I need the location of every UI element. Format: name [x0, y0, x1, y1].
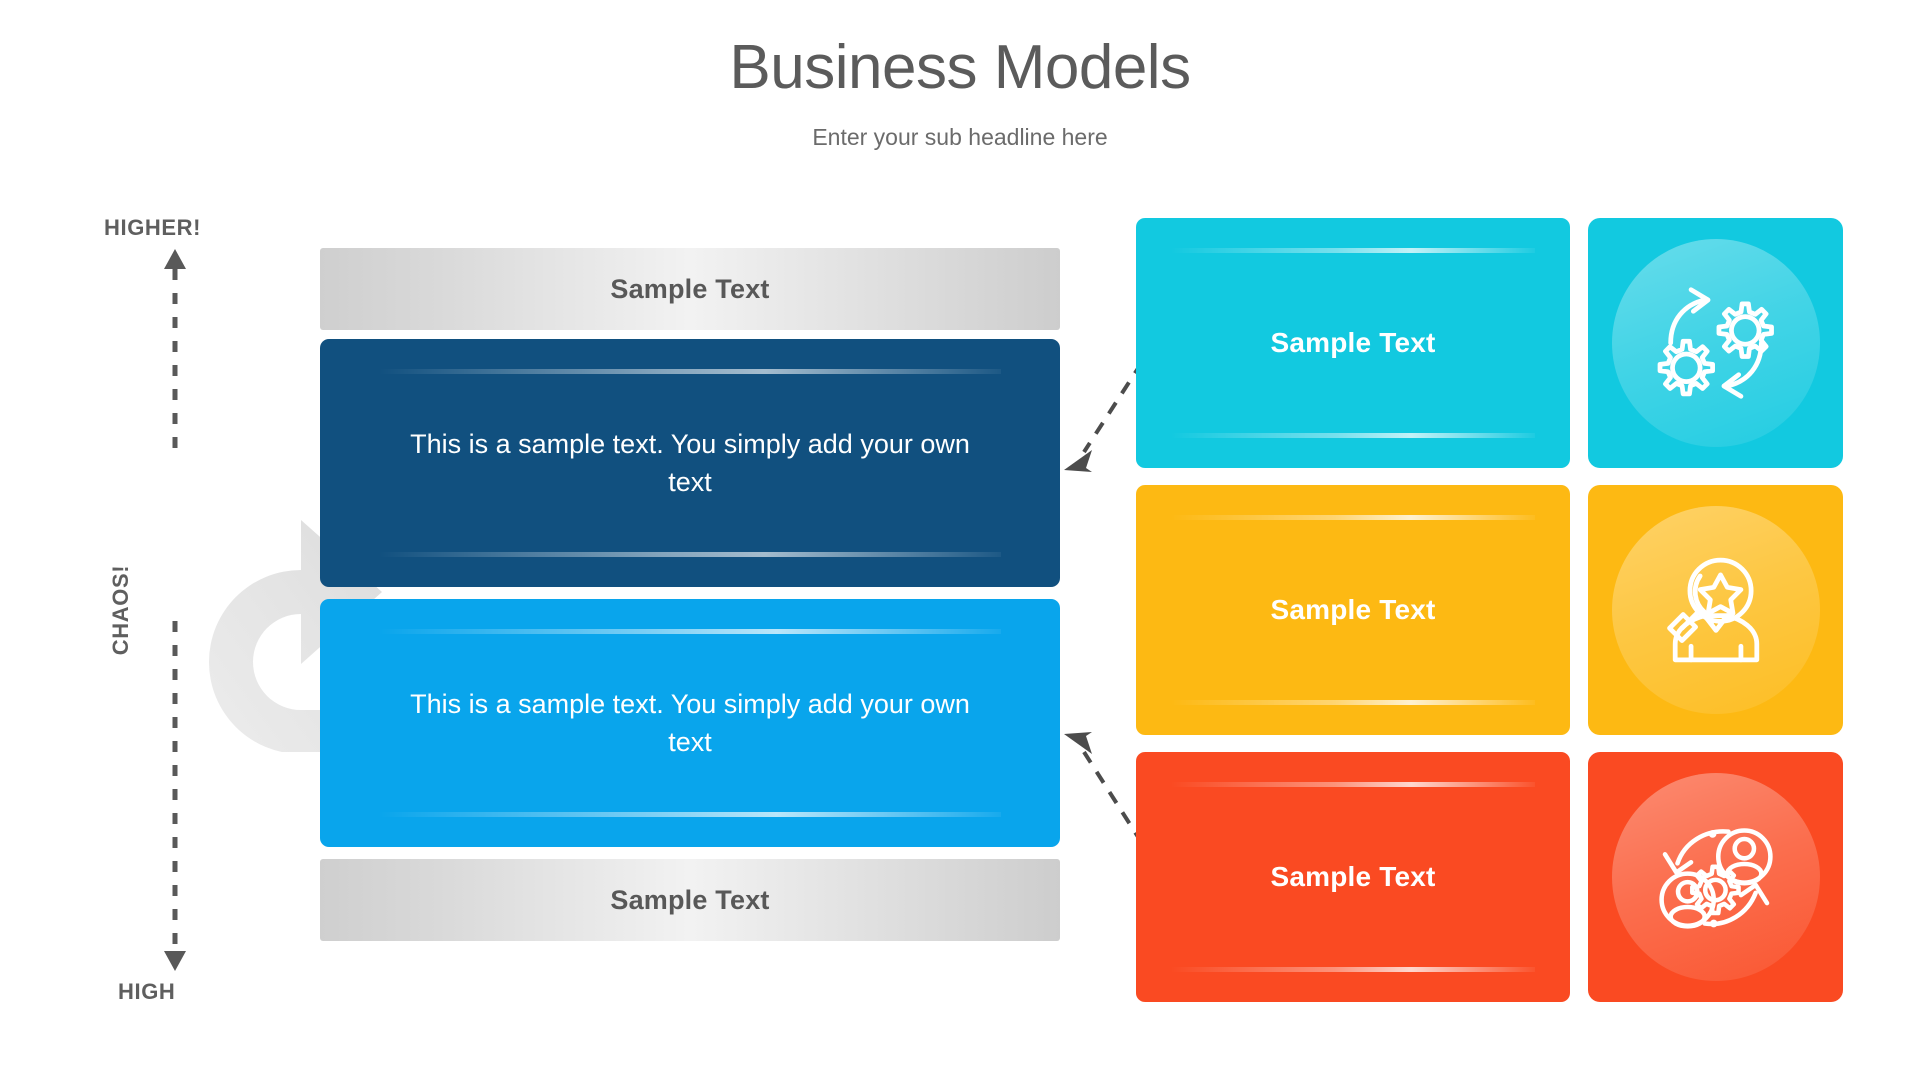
card-yellow-label: Sample Text	[1270, 594, 1436, 625]
gears-cycle-icon	[1648, 275, 1784, 411]
card-red[interactable]: Sample Text	[1136, 752, 1570, 1002]
left-block-dark-blue-text: This is a sample text. You simply add yo…	[410, 428, 970, 497]
people-gear-cycle-icon	[1648, 809, 1784, 945]
shine-stripe-top	[1170, 248, 1536, 253]
shine-stripe-top	[379, 629, 1001, 634]
left-matrix-stack: Sample Text This is a sample text. You s…	[320, 248, 1060, 941]
icon-tile-cyan[interactable]	[1588, 218, 1843, 468]
icon-bubble	[1611, 773, 1820, 981]
shine-stripe-bottom	[1170, 433, 1536, 438]
right-card-grid: Sample Text	[1136, 218, 1846, 1002]
page-title: Business Models	[729, 33, 1191, 102]
card-cyan[interactable]: Sample Text	[1136, 218, 1570, 468]
page-subtitle: Enter your sub headline here	[812, 124, 1108, 151]
card-row-cyan: Sample Text	[1136, 218, 1846, 468]
card-row-red: Sample Text	[1136, 752, 1846, 1002]
left-block-dark-blue[interactable]: This is a sample text. You simply add yo…	[320, 339, 1060, 587]
axis-label-higher: HIGHER!	[104, 215, 202, 240]
axis-label-high: HIGH	[118, 979, 176, 1004]
shine-stripe-bottom	[379, 812, 1001, 817]
card-cyan-label: Sample Text	[1270, 327, 1436, 358]
left-bottom-bar[interactable]: Sample Text	[320, 859, 1060, 941]
card-row-yellow: Sample Text	[1136, 485, 1846, 735]
card-red-label: Sample Text	[1270, 861, 1436, 892]
left-bottom-bar-label: Sample Text	[610, 884, 770, 915]
magnifier-star-person-icon	[1648, 542, 1784, 678]
double-arrow-dashed-vertical-icon	[162, 249, 186, 971]
slide-header: Business Models Enter your sub headline …	[0, 0, 1920, 152]
icon-tile-yellow[interactable]	[1588, 485, 1843, 735]
shine-stripe-top	[1170, 515, 1536, 520]
axis-label-chaos: CHAOS!	[108, 564, 134, 656]
left-top-bar-label: Sample Text	[610, 273, 770, 304]
shine-stripe-top	[1170, 782, 1536, 787]
icon-tile-red[interactable]	[1588, 752, 1843, 1002]
left-block-light-blue-text: This is a sample text. You simply add yo…	[410, 688, 970, 757]
icon-bubble	[1611, 239, 1820, 447]
shine-stripe-top	[379, 369, 1001, 374]
vertical-scale-axis: HIGHER! CHAOS! HIGH	[96, 215, 286, 1005]
left-block-light-blue[interactable]: This is a sample text. You simply add yo…	[320, 599, 1060, 847]
left-top-bar[interactable]: Sample Text	[320, 248, 1060, 330]
shine-stripe-bottom	[379, 552, 1001, 557]
card-yellow[interactable]: Sample Text	[1136, 485, 1570, 735]
shine-stripe-bottom	[1170, 700, 1536, 705]
shine-stripe-bottom	[1170, 967, 1536, 972]
